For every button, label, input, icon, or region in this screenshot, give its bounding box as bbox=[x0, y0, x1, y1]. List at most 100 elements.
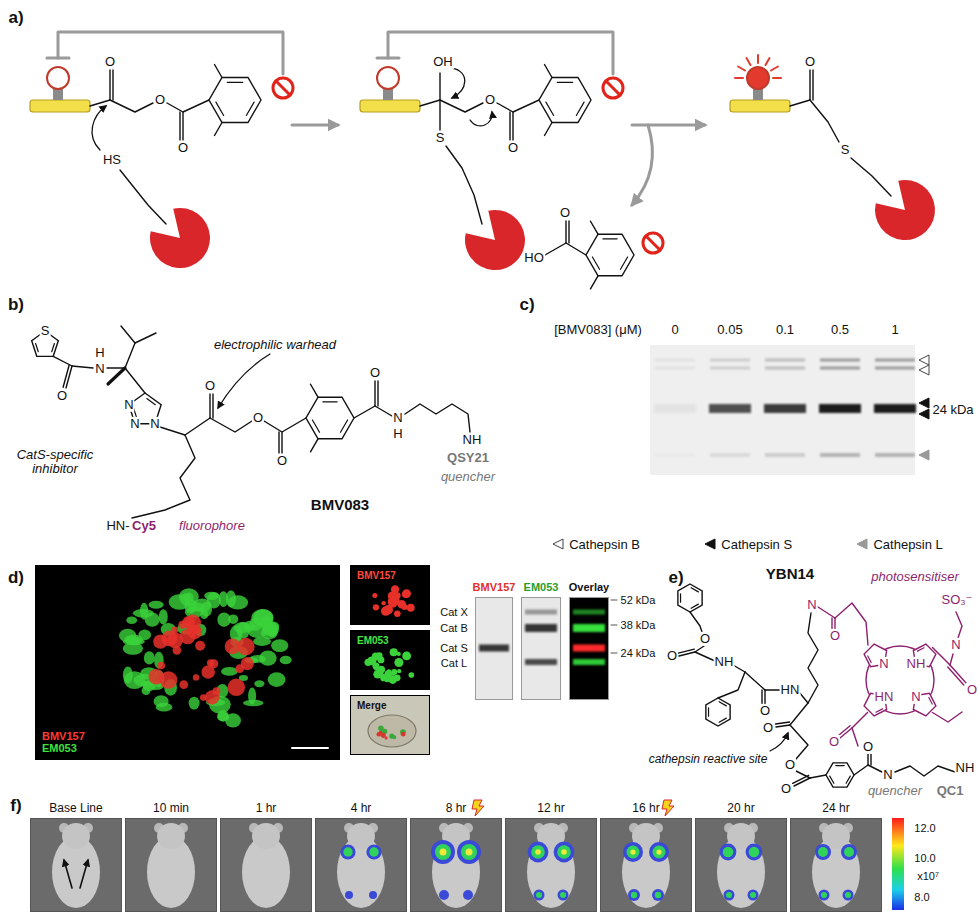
label-holder: N bbox=[149, 417, 160, 431]
green-signal bbox=[228, 614, 238, 624]
atom-label: N bbox=[882, 768, 893, 782]
green-signal bbox=[391, 669, 397, 675]
imaging-frame bbox=[30, 818, 122, 912]
bond bbox=[545, 243, 566, 255]
label-holder: O bbox=[862, 740, 874, 754]
benzene-ring bbox=[706, 698, 730, 726]
compound-name: BMV083 bbox=[310, 497, 370, 514]
signal-spot bbox=[815, 844, 831, 860]
bond bbox=[566, 243, 586, 255]
signal-spot bbox=[340, 844, 355, 859]
axis-label: 24 kDa bbox=[931, 403, 974, 417]
axis-label: 52 kDa bbox=[620, 594, 657, 606]
atom-label: NH bbox=[906, 657, 927, 671]
signal-spot bbox=[558, 890, 569, 901]
label-holder: BMV083 bbox=[310, 497, 370, 514]
imaging-frame bbox=[220, 818, 312, 912]
label-holder: S bbox=[40, 324, 51, 338]
signal-spot bbox=[369, 891, 377, 899]
double-bond bbox=[182, 112, 183, 140]
label-holder: O bbox=[369, 366, 381, 380]
signal-spot bbox=[466, 849, 473, 856]
inhibition-bar bbox=[47, 57, 69, 60]
label-holder: O bbox=[559, 206, 571, 220]
thiol-chain bbox=[446, 146, 482, 224]
no-sign bbox=[273, 78, 293, 98]
green-signal bbox=[394, 658, 403, 667]
atom-label: N bbox=[392, 411, 403, 425]
signal-spot bbox=[343, 847, 352, 856]
atom-label: NH bbox=[955, 761, 976, 775]
label-holder: O bbox=[484, 93, 496, 107]
label-holder: NH bbox=[906, 657, 927, 671]
legend-triangle bbox=[553, 539, 563, 549]
channel-label: Merge bbox=[357, 700, 386, 712]
annotation: quencher bbox=[867, 784, 923, 798]
imaging-frame: 12 hr bbox=[505, 818, 597, 912]
label-holder: SO₃⁻ bbox=[941, 593, 974, 607]
group-name: Cy5 bbox=[131, 519, 157, 533]
red-signal bbox=[157, 662, 165, 670]
axis-label: 12.0 bbox=[913, 822, 936, 834]
legend-item: Cathepsin B bbox=[552, 537, 640, 552]
signal-spot bbox=[531, 845, 545, 859]
ring-double-bond bbox=[708, 708, 709, 716]
ring-double-bond bbox=[246, 102, 254, 115]
bond bbox=[132, 435, 195, 518]
ring-double-bond bbox=[312, 420, 319, 432]
atom-label: O bbox=[204, 379, 216, 393]
green-signal bbox=[260, 616, 273, 630]
signal-spot bbox=[535, 849, 541, 855]
double-bond bbox=[209, 394, 210, 418]
label-holder: electrophilic warhead bbox=[213, 338, 337, 352]
signal-spot bbox=[628, 889, 640, 901]
double-bond bbox=[377, 381, 378, 406]
label-holder: fluorophore bbox=[178, 519, 246, 533]
label-holder: OH bbox=[432, 55, 454, 69]
label-holder: H bbox=[94, 346, 105, 360]
atom-label: N bbox=[910, 690, 921, 704]
signal-spot bbox=[821, 892, 827, 898]
methyl-bond bbox=[311, 384, 319, 397]
bond bbox=[852, 728, 858, 746]
legend-item: Cathepsin L bbox=[856, 537, 942, 552]
inhibition-line bbox=[58, 32, 283, 74]
double-bond bbox=[212, 394, 213, 418]
bond bbox=[790, 703, 808, 725]
gel-band bbox=[875, 453, 915, 457]
label-holder: O bbox=[762, 721, 774, 735]
green-signal bbox=[402, 651, 411, 660]
frame-heading: 10 min bbox=[153, 802, 189, 816]
red-signal bbox=[160, 671, 178, 689]
atom-label: N bbox=[149, 417, 160, 431]
atom-label: O bbox=[666, 649, 678, 663]
frame-heading: Overlay bbox=[569, 581, 609, 594]
panel-letter: f) bbox=[9, 797, 22, 816]
atom-label: HS bbox=[102, 153, 122, 167]
green-signal bbox=[271, 639, 288, 652]
gel-lane: Overlay bbox=[569, 597, 609, 700]
gel-band bbox=[573, 645, 605, 652]
label-holder: d) bbox=[7, 569, 25, 588]
double-bond bbox=[776, 725, 790, 727]
double-bond bbox=[374, 381, 375, 406]
pointer-arrow bbox=[64, 860, 72, 888]
imaging-frame: 1 hr bbox=[220, 818, 312, 912]
cell-outline bbox=[368, 715, 416, 747]
axis-label: 0.1 bbox=[775, 323, 795, 337]
green-signal bbox=[280, 656, 292, 665]
bond bbox=[950, 654, 953, 665]
bond bbox=[690, 612, 702, 632]
gel-band bbox=[525, 624, 557, 632]
band-marker bbox=[919, 450, 929, 460]
atom-label: O bbox=[154, 93, 166, 107]
electron-arrow bbox=[92, 106, 106, 150]
double-bond bbox=[112, 70, 113, 100]
green-signal bbox=[243, 700, 264, 706]
red-signal bbox=[188, 625, 202, 639]
bond bbox=[72, 366, 93, 368]
green-signal bbox=[253, 637, 271, 646]
red-signal bbox=[207, 659, 214, 666]
label-holder: O bbox=[56, 389, 68, 403]
green-signal bbox=[226, 590, 236, 607]
